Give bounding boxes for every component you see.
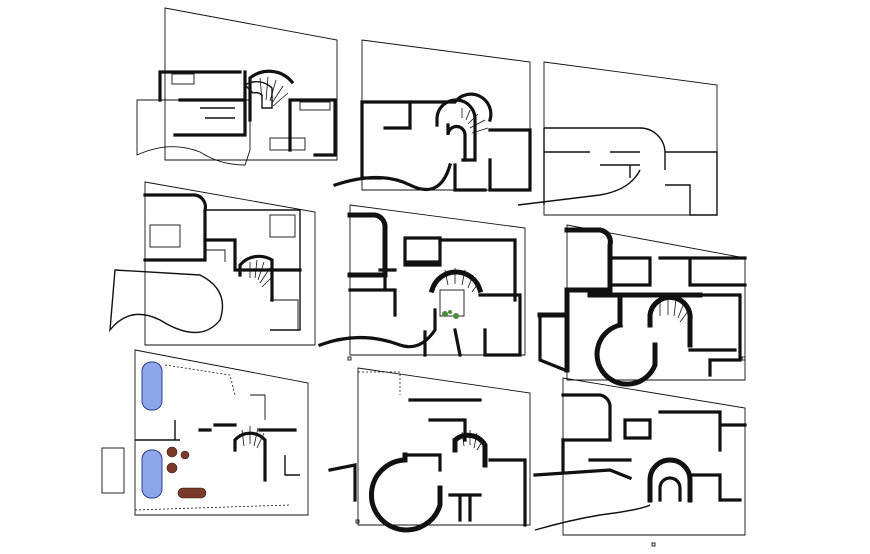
- floor-plan-5: [317, 204, 526, 357]
- floor-plan-6: [537, 224, 747, 387]
- floor-plan-3: [517, 61, 718, 216]
- car-icon: [141, 361, 163, 411]
- floor-plan-8: [328, 367, 531, 533]
- car-icon: [141, 449, 163, 499]
- floor-plan-9: [533, 377, 747, 536]
- floor-plan-2: [332, 39, 532, 192]
- floor-plan-4: [109, 181, 316, 346]
- floor-plan-1: [136, 7, 338, 166]
- grid-markers: [347, 356, 746, 547]
- floor-plan-7: [101, 349, 309, 516]
